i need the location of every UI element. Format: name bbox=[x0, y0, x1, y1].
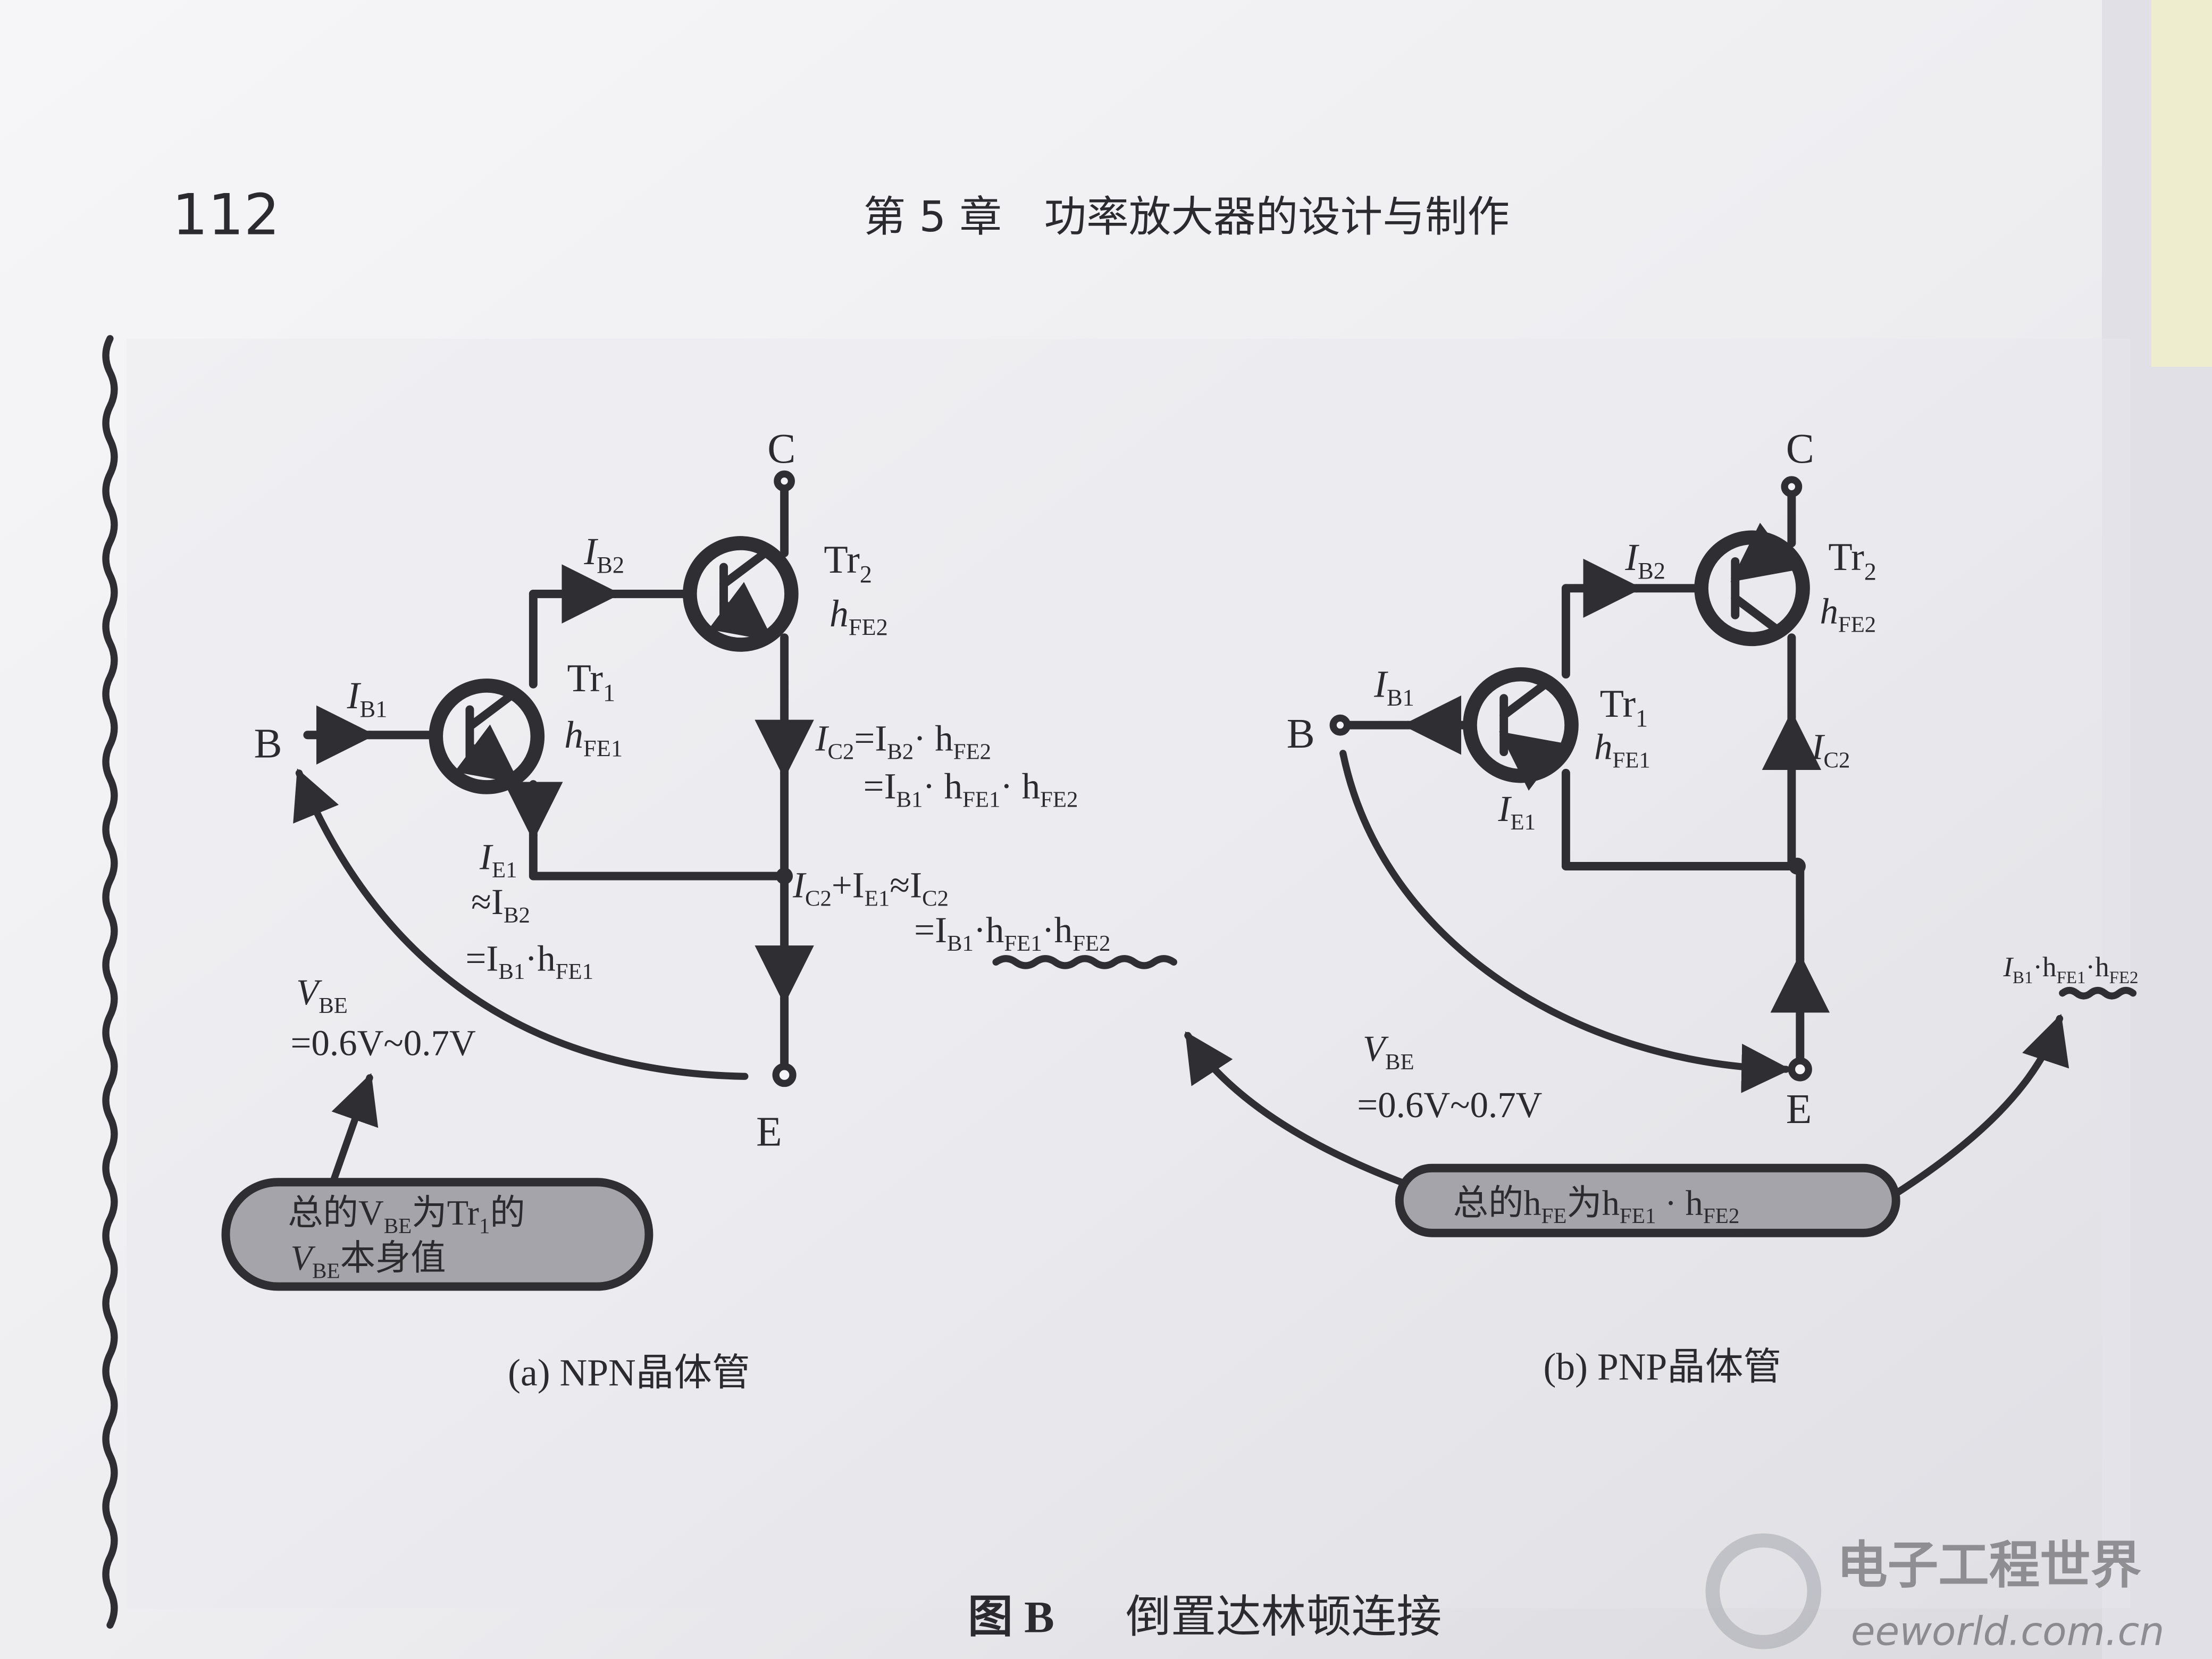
pnp-note-arrow-left bbox=[1184, 1031, 1420, 1192]
bleed-through-area bbox=[127, 338, 2131, 1608]
pnp-tr1-collector-lead bbox=[1499, 677, 1554, 720]
pnp-tr2-collector-lead bbox=[1731, 593, 1785, 636]
pnp-note-pill bbox=[1395, 1163, 1900, 1237]
pnp-terminal-b: B bbox=[1287, 710, 1315, 757]
pnp-tr1-label: Tr1 bbox=[1600, 682, 1648, 732]
pnp-tr1-emitter-lead bbox=[1499, 731, 1564, 791]
npn-darlington-diagram: C B E Tr2 hFE2 Tr1 hFE1 IB2 IB1 IE1 ≈IB2… bbox=[221, 425, 1177, 1394]
npn-tr1-collector-lead bbox=[465, 688, 520, 731]
npn-vbe-label: VBE bbox=[296, 972, 348, 1018]
npn-tr1-emitter-lead bbox=[454, 724, 520, 785]
npn-ic2-line1: IC2=IB2· hFE2 bbox=[815, 718, 991, 764]
pnp-ic2-label: IC2 bbox=[1811, 726, 1850, 773]
pnp-ib1-label: IB1 bbox=[1373, 664, 1414, 711]
npn-ic2-line2: =IB1· hFE1· hFE2 bbox=[864, 766, 1078, 812]
pnp-terminal-e: E bbox=[1786, 1086, 1812, 1133]
pnp-vbe-value: =0.6V~0.7V bbox=[1357, 1085, 1542, 1125]
pnp-junction-dot bbox=[1789, 858, 1806, 875]
npn-tr1-label: Tr1 bbox=[567, 657, 616, 707]
page-corner-tint bbox=[2151, 0, 2212, 367]
chapter-title: 第 5 章 功率放大器的设计与制作 bbox=[864, 192, 1510, 241]
watermark-logo-icon bbox=[1705, 1533, 1822, 1649]
pnp-tr2-hfe: hFE2 bbox=[1820, 591, 1876, 638]
npn-terminal-b: B bbox=[254, 720, 282, 767]
npn-tr2-label: Tr2 bbox=[824, 538, 872, 588]
npn-note-line2: VBE本身值 bbox=[291, 1239, 446, 1283]
npn-gain-underline bbox=[992, 955, 1177, 969]
npn-tr1-hfe: hFE1 bbox=[564, 714, 623, 761]
pnp-ib2-label: IB2 bbox=[1624, 537, 1665, 584]
npn-junction-dot bbox=[776, 867, 793, 885]
npn-note-arrow bbox=[329, 1073, 379, 1186]
npn-ie1-line3: =IB1·hFE1 bbox=[466, 938, 593, 984]
pnp-gain-underline bbox=[2059, 986, 2137, 1000]
npn-vbe-value: =0.6V~0.7V bbox=[291, 1023, 476, 1063]
npn-caption: (a) NPN晶体管 bbox=[508, 1352, 750, 1394]
watermark-site: eeworld.com.cn bbox=[1851, 1608, 2165, 1654]
pnp-note: 总的hFE为hFE1 · hFE2 bbox=[1453, 1184, 1740, 1228]
npn-vbe-arc bbox=[293, 768, 749, 1080]
npn-ie1-line1: IE1 bbox=[479, 836, 517, 883]
npn-note-line1: 总的VBE为Tr1的 bbox=[288, 1194, 525, 1238]
pnp-caption: (b) PNP晶体管 bbox=[1543, 1346, 1781, 1388]
figure-caption-label: 图 B bbox=[968, 1593, 1054, 1643]
npn-ie-line1: IC2+IE1≈IC2 bbox=[792, 865, 949, 911]
pnp-terminal-e-circle bbox=[1788, 1057, 1812, 1082]
pnp-terminal-c: C bbox=[1786, 425, 1814, 472]
npn-terminal-c: C bbox=[767, 425, 795, 472]
npn-tr2-emitter-lead bbox=[708, 582, 774, 642]
pnp-vbe-label: VBE bbox=[1363, 1028, 1414, 1075]
pnp-vbe-arc bbox=[1339, 750, 1791, 1093]
pnp-ie1-label: IE1 bbox=[1498, 789, 1536, 835]
pnp-terminal-b-circle bbox=[1329, 714, 1351, 736]
figure-caption-text: 倒置达林顿连接 bbox=[1126, 1593, 1442, 1643]
pnp-darlington-diagram: C B E Tr2 hFE2 Tr1 hFE1 IB2 IB1 IE1 IC2 … bbox=[1184, 425, 2138, 1388]
npn-ib1-label: IB1 bbox=[347, 675, 388, 722]
page-number: 112 bbox=[172, 182, 280, 248]
pnp-terminal-c-circle bbox=[1781, 476, 1803, 498]
watermark: 电子工程世界 eeworld.com.cn bbox=[1705, 1533, 2165, 1654]
npn-ie1-line2: ≈IB2 bbox=[471, 882, 530, 928]
watermark-brand: 电子工程世界 bbox=[1837, 1536, 2141, 1595]
pnp-gain-formula: IB1·hFE1·hFE2 bbox=[2002, 952, 2138, 987]
pnp-tr2-emitter-lead bbox=[1730, 523, 1796, 583]
npn-terminal-e-circle bbox=[772, 1063, 797, 1087]
pnp-note-arrow-right bbox=[1892, 1013, 2069, 1197]
npn-tr2-collector-lead bbox=[719, 546, 773, 589]
pnp-tr2-label: Tr2 bbox=[1828, 535, 1876, 585]
npn-terminal-c-circle bbox=[774, 470, 795, 492]
pnp-tr1-hfe: hFE1 bbox=[1594, 726, 1650, 773]
npn-note-pill bbox=[221, 1178, 653, 1291]
npn-ie-line2: =IB1·hFE1·hFE2 bbox=[914, 910, 1110, 956]
npn-ib2-label: IB2 bbox=[583, 531, 624, 578]
npn-tr2-hfe: hFE2 bbox=[830, 593, 888, 640]
npn-terminal-e: E bbox=[756, 1108, 782, 1155]
wavy-border bbox=[102, 335, 118, 1629]
